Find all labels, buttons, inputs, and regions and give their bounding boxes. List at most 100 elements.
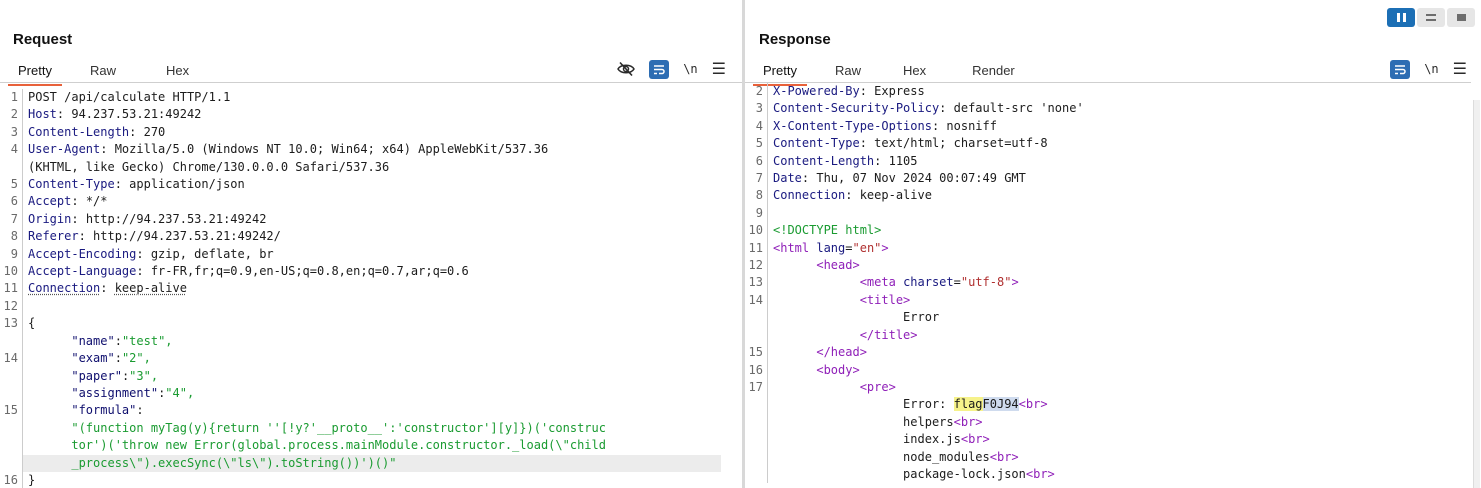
line-content: [23, 298, 28, 315]
header-name: Content-Type: [28, 177, 115, 192]
layout-toggle: [1387, 8, 1475, 27]
code-line: 14 "exam":"2",: [0, 350, 742, 368]
code-line: "name":"test",: [0, 332, 742, 351]
eye-off-icon[interactable]: [617, 59, 636, 79]
header-name: Date: [773, 171, 802, 186]
header-name: Content-Length: [28, 124, 130, 139]
head-close-tag: </head>: [816, 345, 867, 360]
header-separator: :: [78, 229, 94, 244]
line-content: Date: Thu, 07 Nov 2024 00:07:49 GMT: [773, 171, 1026, 186]
json-colon: :: [136, 403, 144, 418]
line-content: Accept-Encoding: gzip, deflate, br: [23, 246, 274, 263]
br-tag: <br>: [1018, 397, 1048, 412]
header-separator: :: [56, 107, 72, 122]
response-tabs: Pretty Raw Hex Render: [753, 60, 1025, 86]
wrap-lines-icon[interactable]: [649, 59, 670, 79]
attr-value: "utf-8": [960, 275, 1012, 290]
json-string: "2",: [121, 351, 151, 366]
response-tools: \n ☰: [1390, 59, 1467, 79]
response-scrollbar[interactable]: [1473, 100, 1480, 488]
line-content: "name":"test",: [23, 333, 172, 350]
line-number: 3: [0, 123, 23, 142]
code-line: (KHTML, like Gecko) Chrome/130.0.0.0 Saf…: [0, 158, 742, 177]
response-tab-render[interactable]: Render: [972, 63, 1015, 78]
wrap-lines-icon[interactable]: [1390, 59, 1411, 79]
request-title: Request: [13, 31, 73, 48]
line-number: [745, 448, 768, 466]
error-prefix: Error:: [903, 397, 954, 412]
pane-divider[interactable]: [742, 0, 745, 488]
code-line: node_modules<br>: [745, 448, 1471, 466]
response-title: Response: [759, 31, 831, 48]
json-key: "exam": [71, 351, 115, 366]
code-line: "assignment":"4",: [0, 384, 742, 403]
request-tab-hex[interactable]: Hex: [165, 63, 190, 78]
head-tag: <head>: [816, 258, 860, 273]
header-value: 1105: [888, 153, 918, 168]
line-number: [745, 431, 768, 449]
code-line: tor')('throw new Error(global.process.ma…: [0, 437, 742, 455]
line-text: POST /api/calculate HTTP/1.1: [28, 90, 231, 104]
header-name: Accept-Encoding: [28, 246, 137, 261]
split-horizontal-icon[interactable]: [1387, 8, 1415, 27]
line-number: [745, 413, 768, 432]
line-content: Content-Length: 270: [23, 124, 165, 141]
header-value: default-src 'none': [953, 101, 1084, 116]
newline-toggle[interactable]: \n: [683, 62, 698, 76]
line-number: 4: [0, 141, 23, 159]
tag-close: >: [881, 240, 889, 255]
hamburger-menu-icon[interactable]: ☰: [1452, 61, 1467, 78]
header-name: Accept: [28, 194, 72, 209]
json-colon: :: [158, 385, 166, 400]
line-number: 2: [0, 106, 23, 124]
request-tab-raw[interactable]: Raw: [89, 63, 116, 78]
header-value: Thu, 07 Nov 2024 00:07:49 GMT: [816, 171, 1026, 186]
request-tools: \n ☰: [617, 59, 726, 79]
response-tab-pretty[interactable]: Pretty: [753, 60, 807, 86]
line-content: User-Agent: Mozilla/5.0 (Windows NT 10.0…: [23, 141, 548, 158]
line-content: (KHTML, like Gecko) Chrome/130.0.0.0 Saf…: [23, 159, 389, 176]
line-content: Origin: http://94.237.53.21:49242: [23, 211, 266, 228]
line-content: "assignment":"4",: [23, 385, 194, 402]
line-content: X-Powered-By: Express: [773, 84, 925, 98]
header-value: http://94.237.53.21:49242: [85, 211, 267, 226]
json-string: tor')('throw new Error(global.process.ma…: [71, 438, 606, 453]
hamburger-menu-icon[interactable]: ☰: [711, 61, 726, 78]
header-separator: :: [100, 142, 115, 157]
line-text: (KHTML, like Gecko) Chrome/130.0.0.0 Saf…: [28, 159, 390, 174]
body-tag: <body>: [816, 362, 860, 377]
header-name: Referer: [28, 229, 79, 244]
code-line: 12 <head>: [745, 257, 1471, 275]
code-line: 16}: [0, 471, 742, 488]
flag-value: F0J94: [982, 397, 1019, 412]
title-close-tag: </title>: [859, 327, 918, 342]
header-separator: :: [71, 194, 86, 209]
response-tab-raw[interactable]: Raw: [834, 63, 861, 78]
code-line: helpers<br>: [745, 413, 1471, 432]
single-pane-icon[interactable]: [1447, 8, 1475, 27]
newline-toggle[interactable]: \n: [1424, 62, 1439, 76]
header-name: Host: [28, 107, 57, 122]
line-content: Host: 94.237.53.21:49242: [23, 106, 201, 123]
line-number: [745, 465, 768, 484]
json-key: "assignment": [71, 385, 159, 400]
line-content: Content-Type: application/json: [23, 176, 245, 193]
split-vertical-icon[interactable]: [1417, 8, 1445, 27]
json-key: "name": [71, 333, 115, 348]
br-tag: <br>: [960, 432, 990, 447]
response-tab-hex[interactable]: Hex: [902, 63, 927, 78]
br-tag: <br>: [989, 449, 1019, 464]
code-line: 15 </head>: [745, 344, 1471, 362]
line-content: "(function myTag(y){return ''[!y?'__prot…: [23, 420, 606, 437]
search-highlight: flag: [953, 397, 983, 412]
request-tab-pretty[interactable]: Pretty: [8, 60, 62, 86]
code-line: </title>: [745, 326, 1471, 345]
title-tag: <title>: [859, 292, 911, 307]
